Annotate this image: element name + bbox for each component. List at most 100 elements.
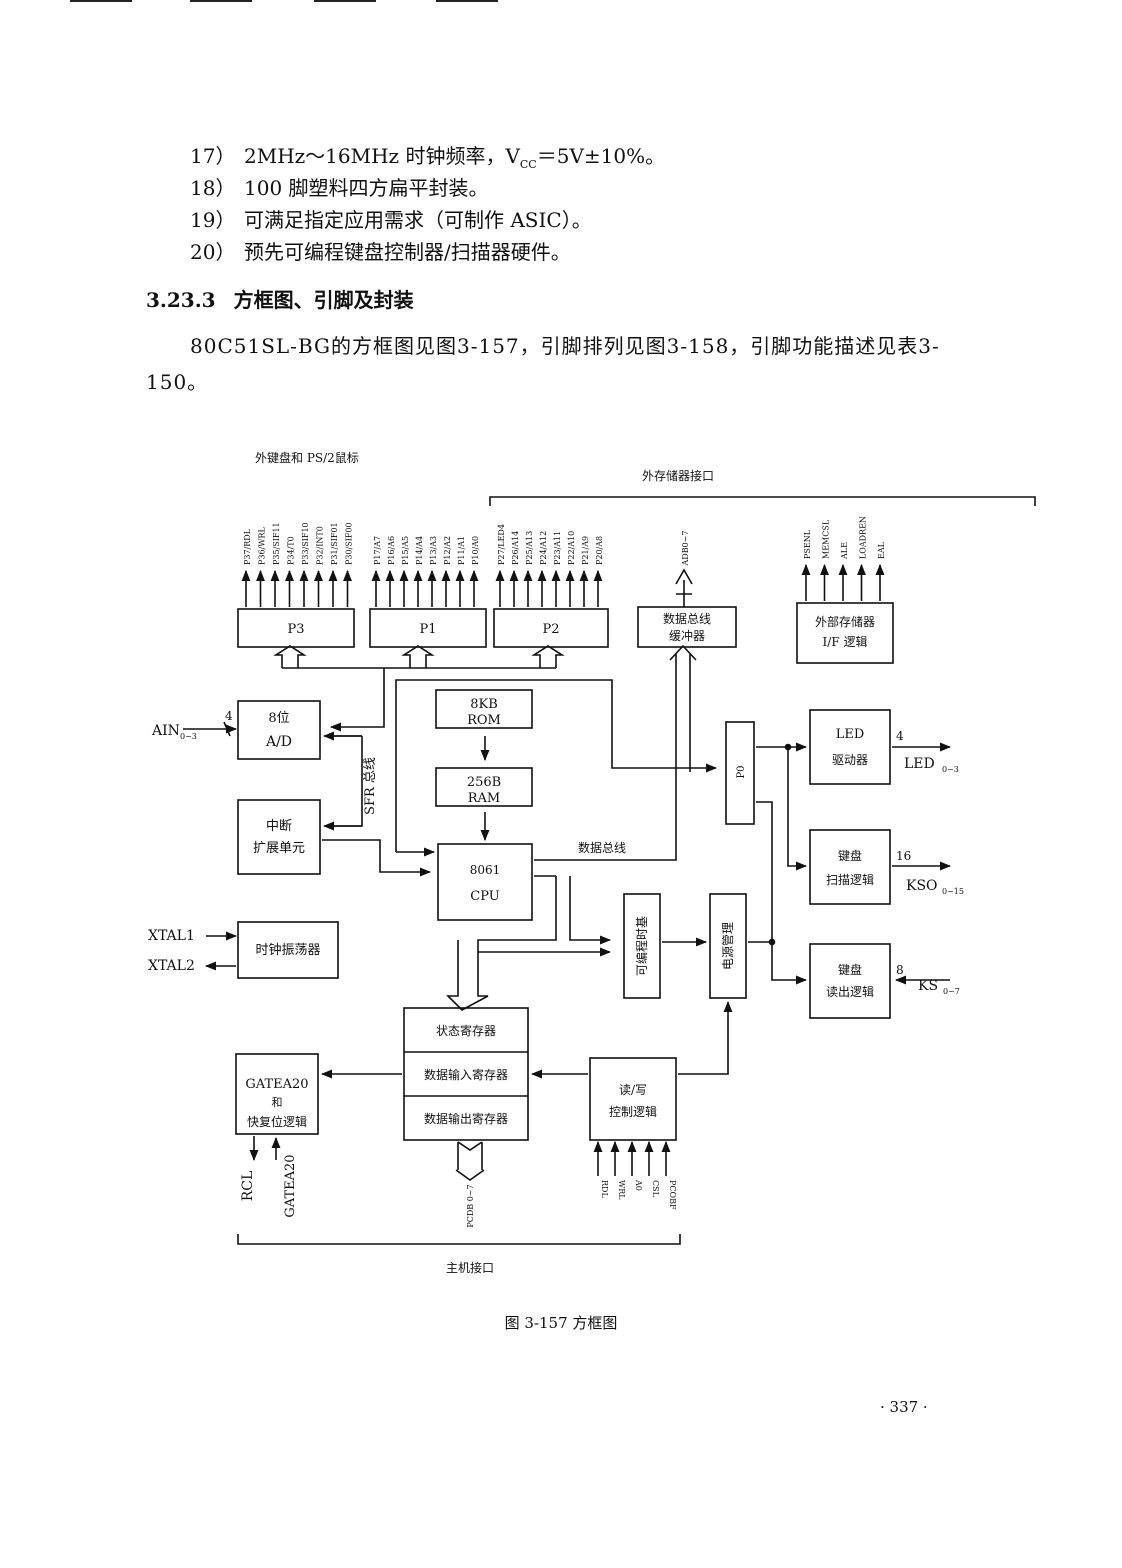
ks-label: KS [918, 978, 938, 994]
gatea20-box [235, 1053, 319, 1135]
sfr-bus [330, 735, 363, 827]
ain-slash [223, 721, 231, 737]
pcdb-arrow [455, 1141, 485, 1181]
p3-pin-label: P31/SIF01 [330, 522, 339, 565]
list-item: 19） 可满足指定应用需求（可制作 ASIC）。 [190, 204, 592, 233]
p2-label: P2 [542, 622, 559, 637]
p3-pin-label: P35/SIF11 [272, 522, 281, 565]
led-driver-label: LED [836, 727, 865, 742]
page-number: · 337 · [880, 1398, 928, 1416]
rcl-label: RCL [240, 1171, 256, 1202]
rw-ctrl-box [589, 1057, 677, 1141]
list-item: 20） 预先可编程键盘控制器/扫描器硬件。 [190, 236, 571, 265]
p1-pin-label: P13/A3 [429, 536, 438, 565]
led-count: 4 [896, 729, 904, 743]
led-out-sub: 0~3 [942, 765, 959, 774]
p1-pin-label: P11/A1 [457, 536, 466, 565]
list-number: 20） [190, 240, 236, 264]
rom-label: ROM [467, 713, 501, 728]
list-number: 18） [190, 176, 236, 200]
list-text: 可满足指定应用需求（可制作 ASIC）。 [244, 208, 592, 232]
gatea20-label: 快复位逻辑 [247, 1114, 307, 1129]
section-title: 方框图、引脚及封装 [233, 288, 414, 312]
top-rule [70, 0, 132, 2]
p0-label: P0 [736, 765, 747, 778]
p3-pin-label: P36/WRL [258, 526, 267, 565]
cpu-to-reg-arrow [446, 876, 557, 1011]
kb-read-box [809, 943, 891, 1019]
ext-mem-label: 外存储器接口 [642, 468, 714, 483]
p2-pin-label: P22/A10 [567, 531, 576, 565]
p3-in-arrow [273, 645, 307, 668]
list-tail: ＝5V±10%。 [536, 144, 666, 168]
kb-mouse-label: 外键盘和 PS/2鼠标 [255, 450, 359, 465]
figure-caption: 图 3-157 方框图 [504, 1314, 618, 1332]
kb-scan-label: 扫描逻辑 [826, 873, 874, 887]
host-brace [237, 1234, 681, 1245]
prog-timer-box [623, 893, 661, 999]
gatea20-label: GATEA20 [245, 1077, 308, 1092]
led-driver-label: 驱动器 [832, 753, 868, 767]
p1-pin-label: P14/A4 [415, 536, 424, 565]
bus-up-arrow [669, 644, 697, 661]
ext-mem-brace [489, 496, 1036, 506]
bus-to-ad [329, 668, 385, 732]
register-stack [403, 1007, 529, 1141]
ext-mem-pin-label: LOADREN [859, 516, 868, 559]
p2-pin-label: P24/A12 [539, 531, 548, 565]
cpu-box [437, 843, 533, 921]
rw-pin-label: PCOBF [668, 1180, 677, 1210]
interrupt-label: 中断 [266, 819, 292, 834]
p1-in-arrow [401, 645, 435, 668]
list-item: 17）2MHz～16MHz 时钟频率，VCC＝5V±10%。 [190, 140, 665, 171]
p3-box [237, 608, 355, 648]
kb-scan-label: 键盘 [838, 848, 862, 863]
data-in-reg-label: 数据输入寄存器 [424, 1067, 508, 1082]
led-driver-box [809, 709, 891, 785]
body-paragraph: 80C51SL-BG的方框图见图3-157，引脚排列见图3-158，引脚功能描述… [146, 334, 940, 394]
prog-timer-label: 可编程时基 [634, 916, 649, 976]
ext-mem-if-label: 外部存储器 [815, 614, 875, 629]
led-out-label: LED [904, 756, 935, 772]
p3-pin-label: P32/INT0 [316, 526, 325, 565]
p2-pin-label: P21/A9 [581, 536, 590, 565]
rw-pin-label: WRL [617, 1180, 626, 1200]
rw-ctrl-label: 读/写 [619, 1083, 647, 1097]
p3-label: P3 [287, 622, 304, 637]
ram-label: 256B [467, 775, 501, 790]
rw-to-power [678, 1000, 733, 1075]
rw-pin-label: A0 [634, 1179, 643, 1191]
p3-pin-label: P34/T0 [287, 536, 296, 565]
ks-sub: 0~7 [943, 987, 960, 996]
ext-mem-pin-label: PSENL [803, 529, 812, 559]
rw-pin-label: CSL [651, 1180, 660, 1198]
ad-label: 8位 [268, 711, 289, 726]
p2-in-arrow [531, 645, 565, 668]
clock-label: 时钟振荡器 [255, 942, 320, 958]
p3-pin-label: P30/SIF00 [345, 522, 354, 565]
pcdb-label: PCDB 0~7 [466, 1184, 475, 1227]
int-to-cpu [322, 839, 432, 877]
p3-pin-label: P37/RDL [243, 528, 252, 565]
gatea20-label: 和 [272, 1096, 283, 1109]
list-text: 预先可编程键盘控制器/扫描器硬件。 [244, 240, 571, 264]
ain-sub: 0~3 [180, 732, 197, 741]
kso-label: KSO [906, 878, 938, 894]
buffer-label: 缓冲器 [669, 628, 705, 643]
ain-count: 4 [225, 709, 233, 723]
power-mgmt-label: 电源管理 [720, 922, 735, 970]
p0-box [725, 721, 755, 825]
p2-pin-label: P27/LED4 [497, 524, 506, 565]
p0-to-scan [787, 747, 808, 871]
list-number: 19） [190, 208, 236, 232]
sfr-bus-label: SFR 总线 [363, 757, 378, 815]
p1-pin-label: P12/A2 [443, 536, 452, 565]
ext-mem-pin-label: ALE [840, 542, 849, 560]
p1-box [369, 608, 487, 648]
top-rule [190, 0, 252, 2]
rw-ctrl-label: 控制逻辑 [609, 1105, 657, 1119]
kb-scan-box [809, 829, 891, 905]
interrupt-label: 扩展单元 [253, 841, 305, 856]
p1-pin-label: P10/A0 [471, 536, 480, 565]
